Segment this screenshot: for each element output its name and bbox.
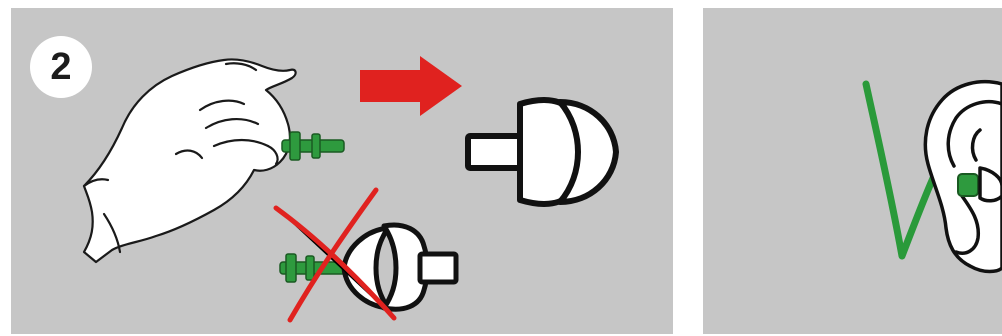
green-filter-icon [282, 132, 344, 160]
red-arrow-right-icon [360, 56, 462, 116]
earplug-icon [468, 100, 616, 204]
hand-holding-filter-icon [84, 59, 296, 262]
ear-with-earplug-icon [925, 82, 1002, 272]
